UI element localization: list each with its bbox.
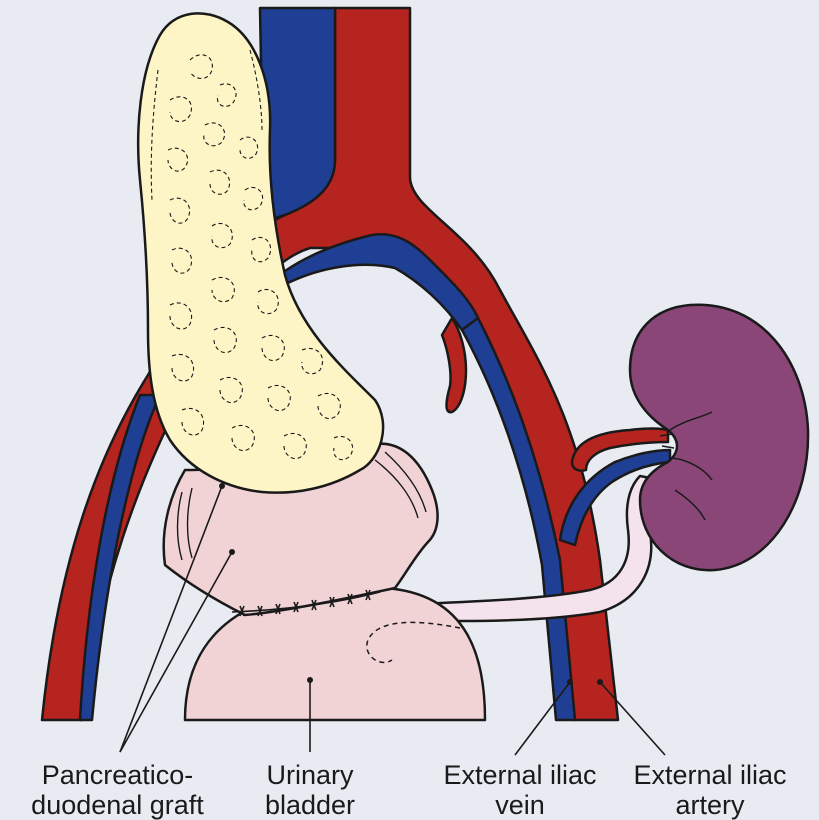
label-external-iliac-artery: External iliac artery [615, 760, 805, 820]
label-pancreaticoduodenal-graft: Pancreatico- duodenal graft [10, 760, 225, 820]
label-bladder-line1: Urinary [240, 760, 380, 790]
label-urinary-bladder: Urinary bladder [240, 760, 380, 820]
label-vein-line2: vein [425, 790, 615, 820]
label-artery-line2: artery [615, 790, 805, 820]
label-bladder-line2: bladder [240, 790, 380, 820]
label-vein-line1: External iliac [425, 760, 615, 790]
label-external-iliac-vein: External iliac vein [425, 760, 615, 820]
label-graft-line1: Pancreatico- [10, 760, 225, 790]
label-artery-line1: External iliac [615, 760, 805, 790]
label-graft-line2: duodenal graft [10, 790, 225, 820]
